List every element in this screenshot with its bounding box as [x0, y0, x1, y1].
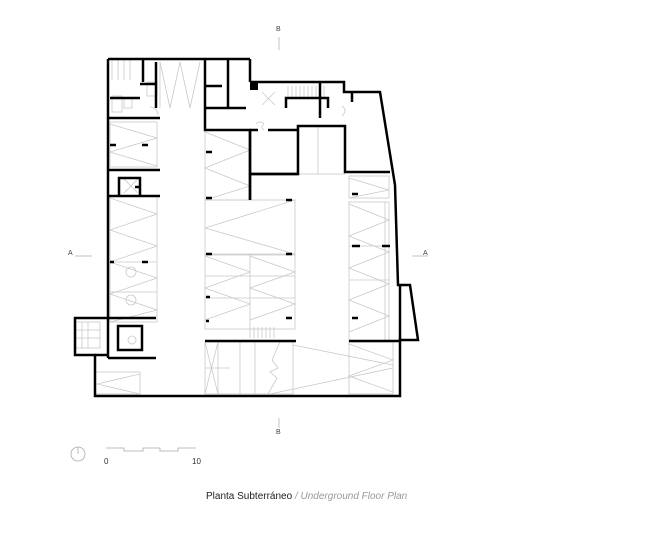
- caption-spanish: Planta Subterráneo: [206, 491, 293, 502]
- caption-english: Underground Floor Plan: [300, 491, 408, 502]
- north-arrow-icon: [70, 446, 86, 462]
- section-marker-b-bottom: B: [276, 429, 281, 436]
- parking-stalls: [75, 60, 395, 395]
- caption-separator: /: [292, 491, 301, 502]
- walls: [73, 57, 420, 398]
- accessible-parking-icon: [125, 266, 137, 345]
- drawing-caption: Planta Subterráneo / Underground Floor P…: [206, 492, 407, 502]
- scale-end-label: 10: [192, 457, 201, 466]
- stall-markers: [110, 143, 390, 323]
- section-marker-a-left: A: [68, 250, 73, 257]
- section-marker-a-right: A: [423, 250, 428, 257]
- section-marker-b-top: B: [276, 26, 281, 33]
- column: [250, 82, 258, 90]
- scale-bar: [106, 447, 196, 452]
- scale-start-label: 0: [104, 457, 109, 466]
